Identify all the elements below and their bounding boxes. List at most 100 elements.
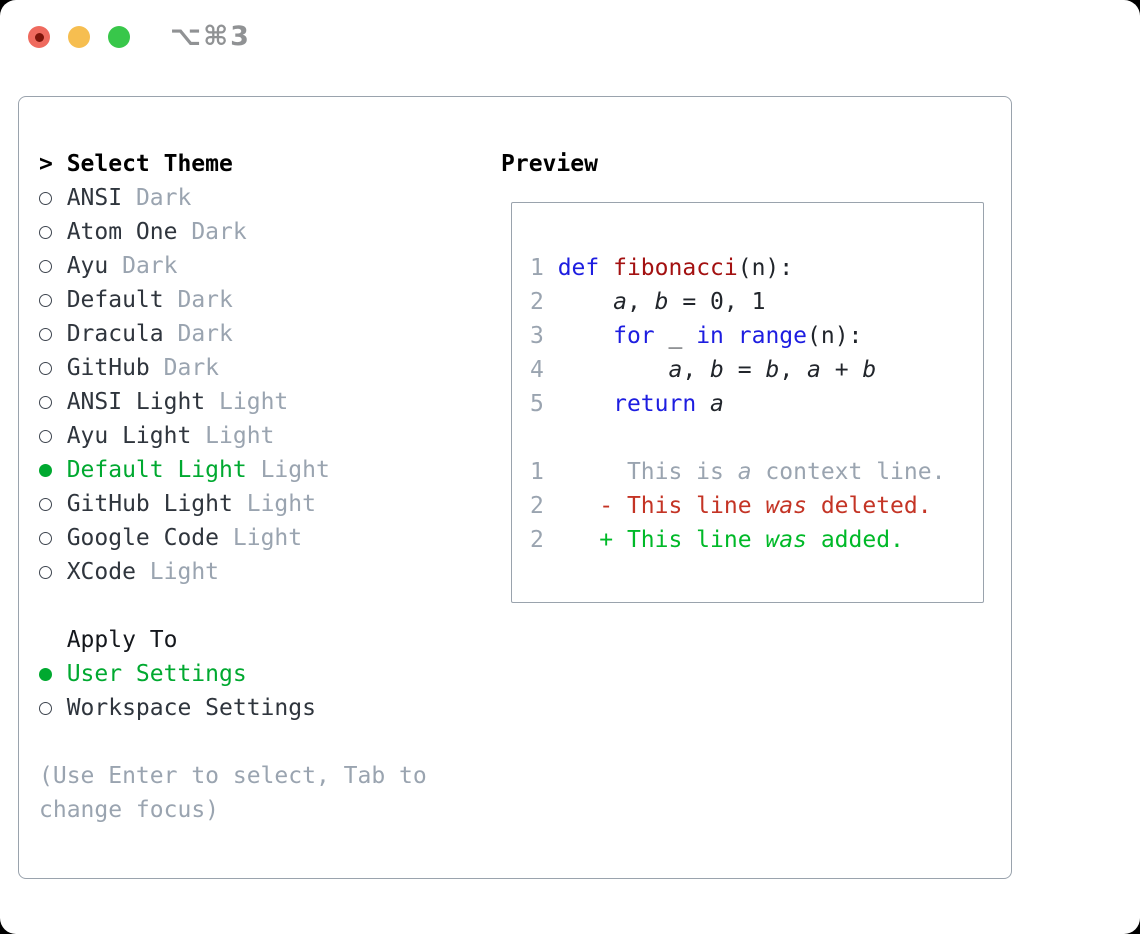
radio-unselected-icon[interactable] bbox=[39, 181, 67, 215]
radio-unselected-icon[interactable] bbox=[39, 555, 67, 589]
diff-line: 2 + This line was added. bbox=[530, 527, 904, 553]
option-tag: Light bbox=[149, 559, 220, 585]
radio-circle bbox=[39, 429, 52, 443]
radio-unselected-icon[interactable] bbox=[39, 249, 67, 283]
theme-option[interactable]: Google Code Light bbox=[39, 521, 483, 555]
theme-option[interactable]: GitHub Light Light bbox=[39, 487, 483, 521]
radio-circle bbox=[39, 361, 52, 375]
option-tag: Dark bbox=[191, 219, 247, 245]
line-number: 2 bbox=[530, 493, 558, 519]
radio-selected-icon[interactable] bbox=[39, 657, 67, 691]
code-line: 1 def fibonacci(n): bbox=[530, 255, 794, 281]
radio-circle bbox=[39, 463, 52, 477]
theme-option[interactable]: Default Dark bbox=[39, 283, 483, 317]
code-preview-area: 1 def fibonacci(n): 2 a, b = 0, 1 3 for _ … bbox=[512, 203, 983, 557]
window-title: ⌥⌘3 bbox=[170, 21, 251, 52]
option-name: GitHub Light bbox=[66, 491, 233, 517]
option-tag: Light bbox=[246, 491, 316, 517]
line-number: 4 bbox=[530, 357, 558, 383]
radio-circle bbox=[39, 259, 52, 273]
zoom-button[interactable] bbox=[108, 26, 130, 48]
option-tag: Dark bbox=[177, 287, 233, 313]
spacer bbox=[39, 589, 483, 623]
line-number: 5 bbox=[530, 391, 558, 417]
line-number: 1 bbox=[530, 459, 558, 485]
theme-option[interactable]: Dracula Dark bbox=[39, 317, 483, 351]
theme-option[interactable]: ANSI Dark bbox=[39, 181, 483, 215]
radio-unselected-icon[interactable] bbox=[39, 691, 67, 725]
option-tag: Dark bbox=[122, 253, 178, 279]
code-line: 4 a, b = b, a + b bbox=[530, 357, 877, 383]
radio-selected-icon[interactable] bbox=[39, 453, 67, 487]
option-name: Atom One bbox=[66, 219, 178, 245]
option-tag: Dark bbox=[163, 355, 220, 381]
focus-cursor: > bbox=[39, 151, 53, 177]
option-tag: Dark bbox=[135, 185, 192, 211]
unsaved-dot-icon bbox=[34, 32, 44, 42]
line-number: 2 bbox=[530, 289, 558, 315]
radio-unselected-icon[interactable] bbox=[39, 283, 67, 317]
code-line: 5 return a bbox=[530, 391, 724, 417]
theme-option[interactable]: Ayu Light Light bbox=[39, 419, 483, 453]
option-name: ANSI Light bbox=[66, 389, 206, 415]
radio-circle bbox=[39, 701, 52, 715]
radio-unselected-icon[interactable] bbox=[39, 419, 67, 453]
traffic-lights bbox=[28, 26, 130, 48]
radio-unselected-icon[interactable] bbox=[39, 487, 67, 521]
theme-option[interactable]: XCode Light bbox=[39, 555, 483, 589]
radio-circle bbox=[39, 327, 52, 341]
diff-block: 1 This is a context line. 2 - This line w… bbox=[530, 455, 983, 557]
radio-circle bbox=[39, 531, 52, 545]
radio-circle bbox=[39, 293, 52, 307]
radio-circle bbox=[39, 395, 52, 409]
apply-option[interactable]: User Settings bbox=[39, 657, 483, 691]
option-name: XCode bbox=[66, 559, 136, 585]
option-name: Dracula bbox=[66, 321, 164, 347]
radio-circle bbox=[39, 497, 52, 511]
theme-option[interactable]: ANSI Light Light bbox=[39, 385, 483, 419]
code-line: 2 a, b = 0, 1 bbox=[530, 289, 766, 315]
radio-unselected-icon[interactable] bbox=[39, 521, 67, 555]
select-theme-header: > Select Theme bbox=[39, 147, 483, 181]
option-name: ANSI bbox=[66, 185, 123, 211]
diff-line: 1 This is a context line. bbox=[530, 459, 946, 485]
minimize-button[interactable] bbox=[68, 26, 90, 48]
option-tag: Dark bbox=[177, 321, 233, 347]
radio-circle bbox=[39, 667, 52, 681]
preview-box: 1 def fibonacci(n): 2 a, b = 0, 1 3 for _ … bbox=[511, 202, 984, 603]
option-name: GitHub bbox=[66, 355, 150, 381]
option-name: Default bbox=[66, 287, 164, 313]
option-name: Workspace Settings bbox=[66, 695, 316, 721]
apply-header-indent bbox=[39, 623, 67, 657]
radio-unselected-icon[interactable] bbox=[39, 215, 67, 249]
option-tag: Light bbox=[219, 389, 289, 415]
line-number: 1 bbox=[530, 255, 558, 281]
line-number: 3 bbox=[530, 323, 558, 349]
radio-unselected-icon[interactable] bbox=[39, 385, 67, 419]
theme-option[interactable]: GitHub Dark bbox=[39, 351, 483, 385]
radio-circle bbox=[39, 191, 52, 205]
code-line: 3 for _ in range(n): bbox=[530, 323, 863, 349]
spacer bbox=[530, 421, 983, 455]
apply-to-label: Apply To bbox=[66, 627, 178, 653]
radio-circle bbox=[39, 225, 52, 239]
apply-to-header: Apply To bbox=[39, 623, 483, 657]
apply-option[interactable]: Workspace Settings bbox=[39, 691, 483, 725]
option-name: Ayu bbox=[66, 253, 109, 279]
radio-unselected-icon[interactable] bbox=[39, 351, 67, 385]
theme-option[interactable]: Default Light Light bbox=[39, 453, 483, 487]
diff-line: 2 - This line was deleted. bbox=[530, 493, 932, 519]
theme-option[interactable]: Atom One Dark bbox=[39, 215, 483, 249]
code-block: 1 def fibonacci(n): 2 a, b = 0, 1 3 for _ … bbox=[530, 251, 983, 421]
theme-option[interactable]: Ayu Dark bbox=[39, 249, 483, 283]
line-number: 2 bbox=[530, 527, 558, 553]
close-button[interactable] bbox=[28, 26, 50, 48]
option-tag: Light bbox=[260, 457, 330, 483]
radio-unselected-icon[interactable] bbox=[39, 317, 67, 351]
radio-circle bbox=[39, 565, 52, 579]
option-name: User Settings bbox=[66, 661, 247, 687]
